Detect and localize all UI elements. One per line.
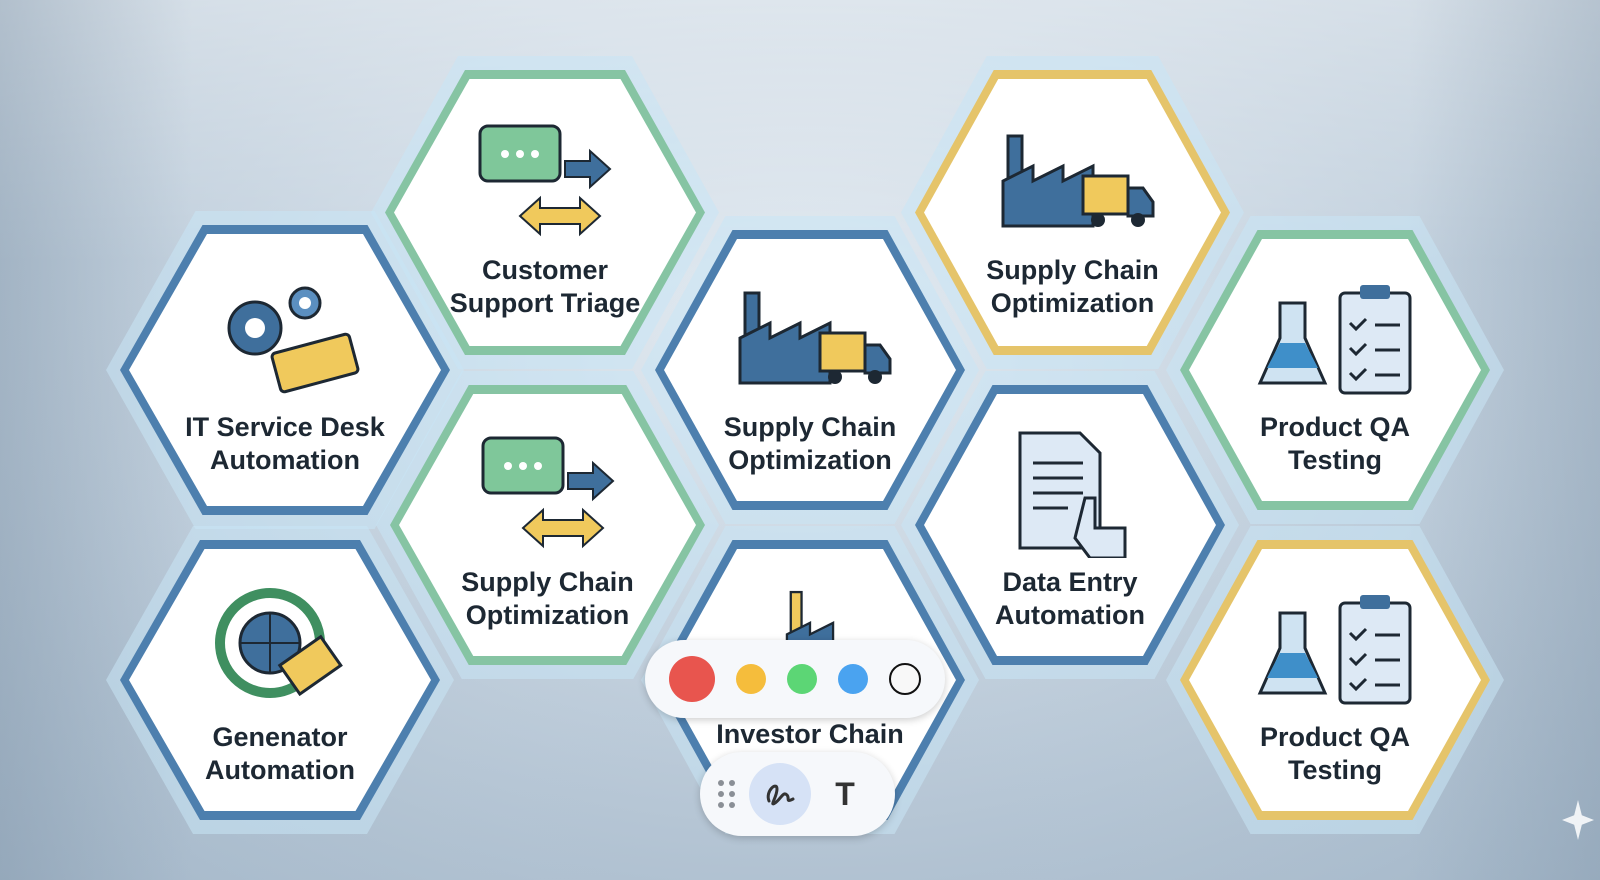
color-white[interactable]	[888, 663, 921, 695]
color-palette	[645, 640, 945, 718]
tile-label: Genenator Automation	[205, 722, 355, 785]
tile-label: Product QA Testing	[1259, 412, 1410, 475]
tile-label: Supply Chain Optimization	[723, 412, 897, 475]
color-red[interactable]	[669, 656, 716, 702]
flask-clipboard-icon	[1257, 285, 1412, 395]
drawing-toolbar: T	[700, 752, 895, 836]
color-blue[interactable]	[837, 664, 868, 694]
hex-tile: Customer Support Triage	[371, 56, 719, 369]
hex-tile: Supply Chain Optimization	[376, 371, 719, 679]
document-hand-icon	[1018, 431, 1127, 558]
tile-label: Customer Support Triage	[449, 254, 641, 318]
hex-tile: Data Entry Automation	[901, 371, 1239, 679]
flask-clipboard-icon	[1257, 595, 1412, 705]
hex-tile: Product QA Testing	[1166, 216, 1504, 524]
pen-icon	[766, 784, 795, 806]
color-yellow[interactable]	[736, 664, 767, 694]
hex-tile: Genenator Automation	[106, 526, 454, 834]
factory-truck-icon	[1001, 134, 1154, 227]
tile-label: IT Service Desk Automation	[185, 412, 385, 475]
tile-label: Supply Chain Optimization	[461, 567, 634, 630]
tile-label: Investor Chain	[716, 719, 904, 749]
tile-label: Product QA Testing	[1259, 722, 1410, 785]
gears-ticket-icon	[227, 286, 360, 394]
drag-handle-icon[interactable]	[718, 780, 735, 808]
text-tool-button[interactable]: T	[835, 775, 855, 812]
chat-arrows-icon	[481, 436, 614, 549]
pen-tool-button[interactable]	[749, 763, 811, 825]
hex-tile: Supply Chain Optimization	[901, 56, 1244, 369]
color-green[interactable]	[786, 664, 817, 694]
globe-ticket-icon	[215, 588, 343, 698]
hex-tile: Supply Chain Optimization	[641, 216, 979, 524]
hex-tile: Product QA Testing	[1166, 526, 1504, 834]
chat-arrows-icon	[478, 124, 612, 236]
tile-label: Supply Chain Optimization	[986, 254, 1159, 318]
factory-truck-icon	[738, 291, 892, 385]
tile-label: Data Entry Automation	[995, 567, 1145, 630]
